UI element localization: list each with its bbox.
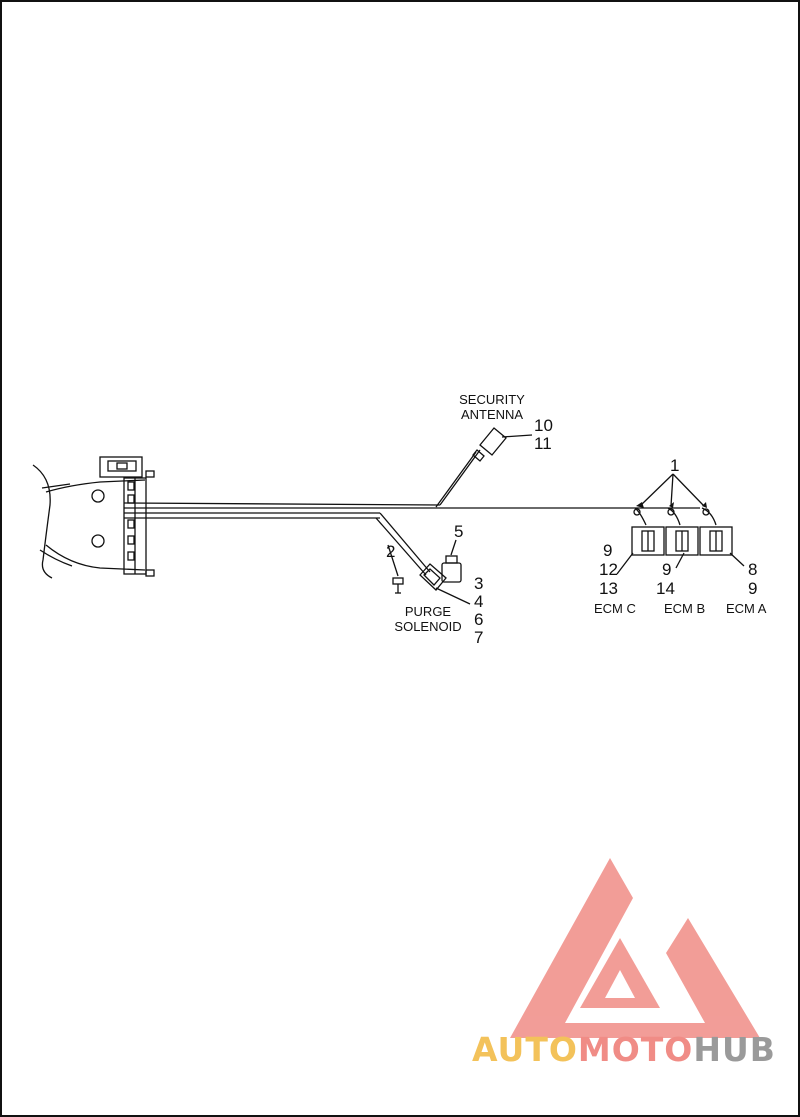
main-harness xyxy=(123,449,700,576)
purge-solenoid-label-line2: SOLENOID xyxy=(394,619,462,634)
callout-ecm-b-9: 9 xyxy=(662,560,672,579)
callout-wire-group: 1 xyxy=(670,456,680,475)
watermark-brand: AUTOMOTOHUB xyxy=(472,1030,776,1069)
callout-solenoid-3: 3 xyxy=(474,574,484,593)
purge-solenoid-connector xyxy=(419,563,471,605)
callout-ecm-c-9: 9 xyxy=(603,541,613,560)
watermark-auto: AUTO xyxy=(472,1030,578,1069)
ecm-a-label: ECM A xyxy=(726,601,767,616)
callout-connector: 5 xyxy=(454,522,464,541)
watermark-hub: HUB xyxy=(693,1030,776,1069)
purge-solenoid-label-line1: PURGE xyxy=(404,604,452,619)
callout-ecm-a-9: 9 xyxy=(748,579,758,598)
security-antenna-label-line1: SECURITY xyxy=(459,392,525,407)
connector-5 xyxy=(441,539,462,583)
callout-ecm-b-14: 14 xyxy=(656,579,675,598)
security-antenna-label-line2: ANTENNA xyxy=(460,407,524,422)
frame-tube xyxy=(32,464,155,579)
watermark-moto: MOTO xyxy=(577,1030,694,1069)
frame-connector xyxy=(99,456,143,478)
security-antenna-label: SECURITY ANTENNA xyxy=(452,392,532,422)
ecm-c-label: ECM C xyxy=(594,601,636,616)
callout-solenoid-7: 7 xyxy=(474,628,484,647)
callout-ecm-c-12: 12 xyxy=(599,560,618,579)
callout-ecm-c-13: 13 xyxy=(599,579,618,598)
callout-ecm-a-8: 8 xyxy=(748,560,758,579)
purge-solenoid-label: PURGE SOLENOID xyxy=(388,604,468,634)
callout-solenoid-6: 6 xyxy=(474,610,484,629)
ecm-c-module xyxy=(616,526,665,575)
watermark-logo-icon xyxy=(510,858,760,1038)
callout-clip: 2 xyxy=(386,542,396,561)
callout-antenna-top: 10 xyxy=(534,416,553,435)
callout-solenoid-4: 4 xyxy=(474,592,484,611)
ecm-b-module xyxy=(665,526,699,569)
ecm-b-label: ECM B xyxy=(664,601,706,616)
ecm-branches xyxy=(633,473,717,526)
harness-clip xyxy=(387,544,404,594)
callout-antenna-bottom: 11 xyxy=(534,434,552,453)
security-antenna xyxy=(472,427,533,462)
ecm-a-module xyxy=(699,526,745,567)
